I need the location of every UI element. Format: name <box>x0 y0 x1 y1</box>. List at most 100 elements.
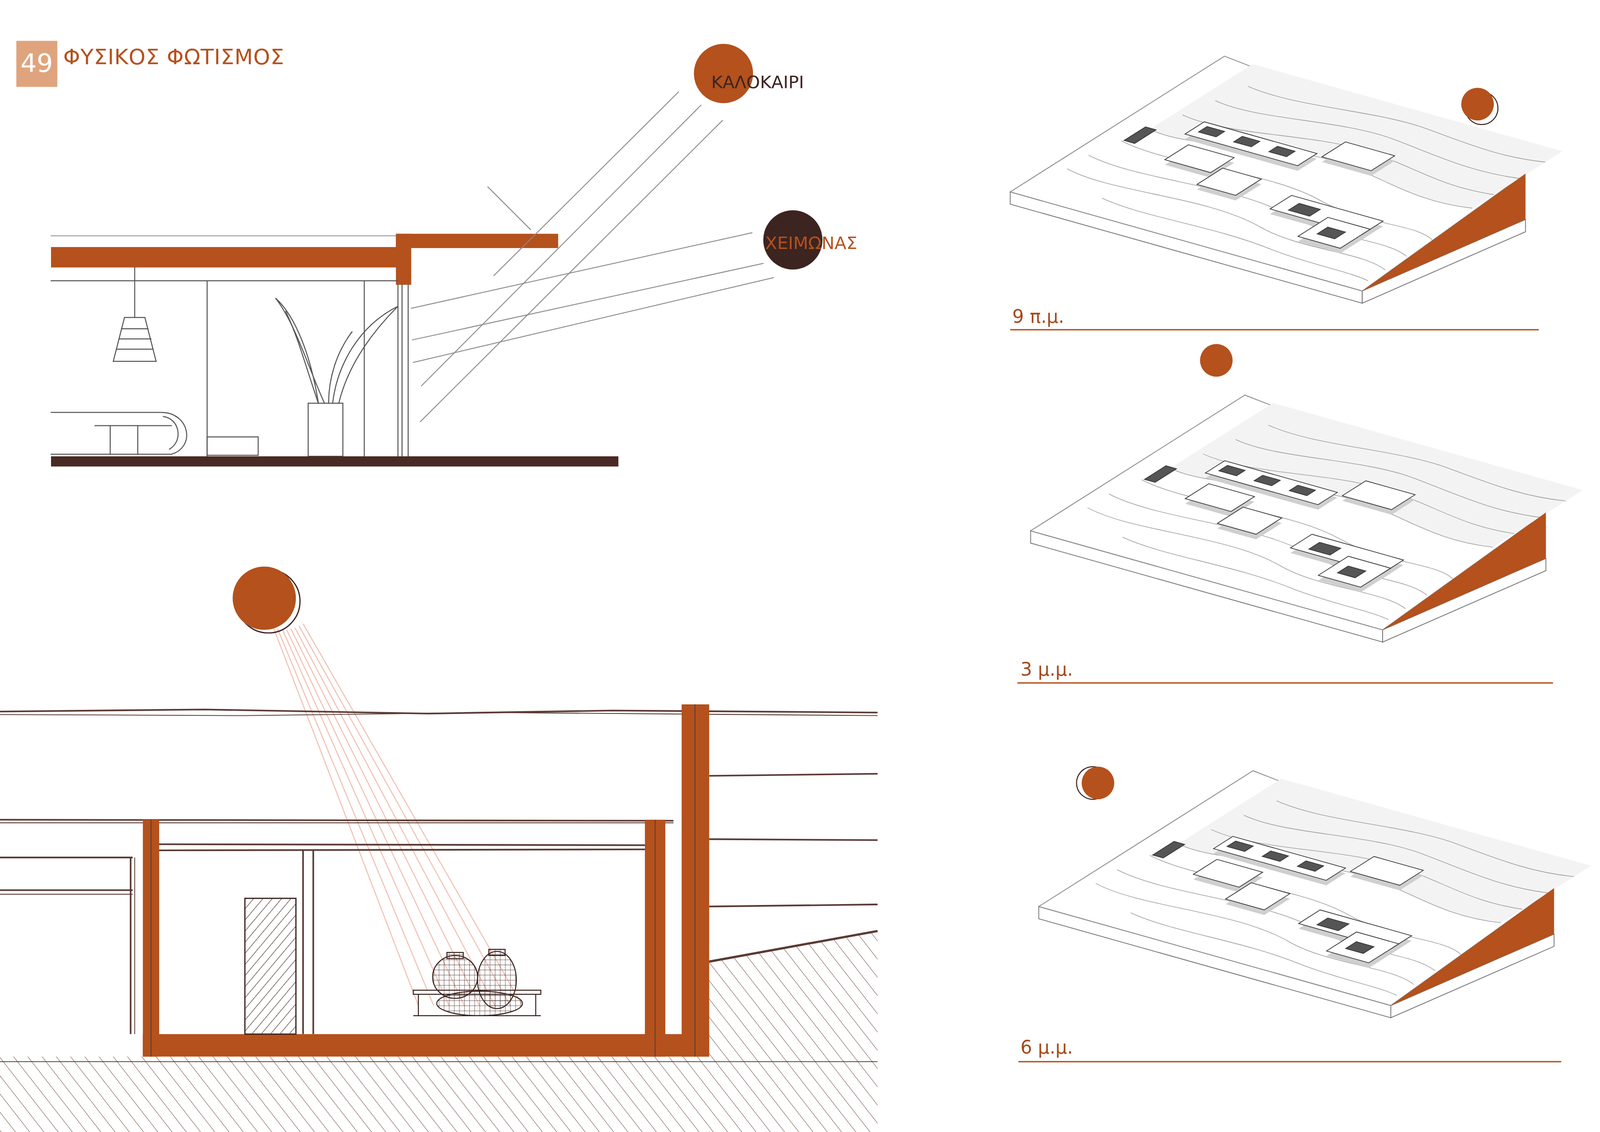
site-models <box>1010 56 1599 1062</box>
summer-winter-section <box>133 267 135 318</box>
page-number: 49 <box>16 47 58 78</box>
label-slot: 3 μ.μ. <box>1020 658 1073 680</box>
site-models <box>1038 770 1598 1018</box>
summer-winter-section <box>163 416 179 450</box>
summer-winter-section <box>332 306 398 404</box>
page-number-box: 49 <box>16 41 58 88</box>
site-models <box>1199 344 1233 377</box>
skylight-section <box>153 843 664 845</box>
page-title: ΦΥΣΙΚΟΣ ΦΩΤΙΣΜΟΣ <box>63 45 285 70</box>
site-models <box>1017 681 1554 684</box>
summer-winter-section <box>51 456 619 467</box>
summer-winter-section <box>207 436 259 455</box>
time-label: 9 π.μ. <box>1012 305 1065 327</box>
skylight-section <box>436 990 523 1016</box>
summer-winter-section <box>51 235 398 237</box>
skylight-section <box>129 857 132 1034</box>
summer-winter-section <box>51 267 409 457</box>
skylight-section <box>0 889 133 891</box>
skylight-section <box>273 623 523 1005</box>
summer-winter-section <box>113 317 157 361</box>
skylight-section <box>681 704 710 1057</box>
summer-winter-section <box>411 92 774 422</box>
season-label: ΧΕΙΜΩΝΑΣ <box>765 232 825 255</box>
skylight-section <box>0 566 878 1132</box>
skylight-section <box>282 629 449 1006</box>
skylight-section <box>302 849 304 1034</box>
season-label: ΚΑΛΟΚΑΙΡΙ <box>711 71 771 93</box>
site-models <box>1030 395 1590 643</box>
skylight-section <box>290 628 480 1005</box>
skylight-section <box>654 819 656 1056</box>
summer-winter-section <box>487 186 531 230</box>
skylight-section <box>150 819 152 1056</box>
skylight-section <box>709 904 878 906</box>
skylight-section <box>0 712 878 716</box>
summer-winter-section <box>51 280 398 282</box>
summer-winter-section <box>109 425 111 455</box>
skylight-section <box>142 819 160 1056</box>
skylight-section <box>0 709 878 1062</box>
summer-winter-section <box>116 348 154 350</box>
summer-winter-section <box>411 232 752 309</box>
summer-winter-section <box>285 311 319 404</box>
summer-winter-section <box>363 280 365 457</box>
summer-winter-section <box>206 280 208 457</box>
site-models <box>1461 87 1494 121</box>
summer-winter-section <box>421 105 702 386</box>
label-slot: 9 π.μ. <box>1012 305 1065 327</box>
summer-winter-section <box>275 298 325 404</box>
summer-winter-section <box>51 246 398 268</box>
time-label: 3 μ.μ. <box>1020 658 1073 680</box>
skylight-section <box>142 1033 710 1056</box>
summer-winter-section <box>396 233 412 285</box>
skylight-section <box>488 948 506 955</box>
skylight-section <box>447 951 464 958</box>
site-models <box>1018 1060 1562 1062</box>
skylight-section <box>298 625 511 1006</box>
summer-winter-section <box>407 284 409 457</box>
skylight-section <box>413 948 541 1016</box>
skylight-section <box>232 566 297 630</box>
label-slot: 6 μ.μ. <box>1020 1035 1073 1058</box>
winter-sun: ΧΕΙΜΩΝΑΣ <box>763 210 823 270</box>
summer-winter-section <box>51 92 774 467</box>
summer-winter-section <box>137 425 139 455</box>
summer-winter-section <box>119 338 151 340</box>
summer-winter-section <box>308 402 343 456</box>
skylight-section <box>694 704 696 1057</box>
skylight-section <box>644 819 666 1056</box>
skylight-section <box>294 627 495 1005</box>
skylight-section <box>709 930 878 1056</box>
summer-winter-section <box>413 277 774 363</box>
skylight-section <box>0 1056 878 1132</box>
skylight-section <box>153 848 664 850</box>
site-models <box>1010 329 1539 331</box>
summer-winter-section <box>401 284 403 457</box>
summer-winter-section <box>328 331 353 404</box>
summer-winter-section <box>493 92 679 276</box>
skylight-section <box>277 628 434 1005</box>
summer-winter-section <box>94 425 172 427</box>
skylight-section <box>0 893 133 895</box>
site-models <box>1010 56 1570 304</box>
skylight-section <box>417 993 419 1016</box>
title-slot: ΦΥΣΙΚΟΣ ΦΩΤΙΣΜΟΣ <box>63 45 285 70</box>
skylight-section <box>244 897 296 1034</box>
skylight-section <box>0 1060 878 1062</box>
skylight-section <box>709 838 878 840</box>
site-models <box>1081 766 1115 800</box>
skylight-section <box>0 856 133 859</box>
skylight-section <box>0 819 674 821</box>
skylight-section <box>0 822 674 824</box>
time-label: 6 μ.μ. <box>1020 1035 1073 1058</box>
summer-winter-section <box>420 120 723 422</box>
summer-winter-section <box>412 263 764 340</box>
skylight-section <box>134 857 136 1034</box>
summer-sun: ΚΑΛΟΚΑΙΡΙ <box>694 43 754 103</box>
skylight-section <box>312 849 315 1034</box>
skylight-section <box>535 993 536 1016</box>
skylight-section <box>303 623 523 1005</box>
